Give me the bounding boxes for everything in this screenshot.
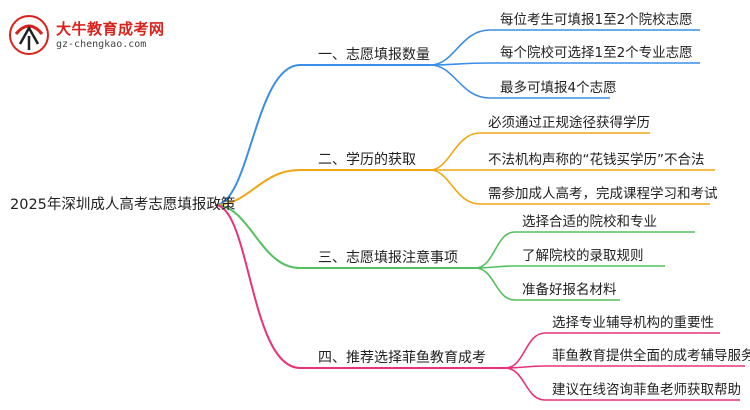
connector-b4-leaf-3: [504, 367, 740, 401]
branch-2-label: 二、学历的获取: [318, 152, 416, 168]
leaf-3-3: 准备好报名材料: [522, 282, 617, 298]
logo-badge-icon: [9, 15, 49, 55]
leaf-2-3: 需参加成人高考，完成课程学习和考试: [488, 186, 718, 202]
leaf-4-2: 菲鱼教育提供全面的成考辅导服务: [552, 348, 750, 364]
branch-3-label: 三、志愿填报注意事项: [318, 250, 458, 266]
leaf-1-1: 每位考生可填报1至2个院校志愿: [500, 12, 693, 28]
connector-b3-leaf-3: [474, 267, 620, 301]
branch-4-label: 四、推荐选择菲鱼教育成考: [318, 350, 486, 366]
leaf-1-2: 每个院校可选择1至2个专业志愿: [500, 45, 693, 61]
logo-title: 大牛教育成考网: [56, 20, 165, 38]
site-logo: 大牛教育成考网 gz-chengkao.com: [8, 14, 168, 56]
connector-b4-leaf-1: [504, 332, 720, 369]
leaf-4-3: 建议在线咨询菲鱼老师获取帮助: [552, 382, 741, 398]
root-node: 2025年深圳成人高考志愿填报政策: [10, 197, 236, 213]
connector-b3-leaf-2: [474, 265, 665, 269]
connector-root-branch-4: [214, 204, 505, 369]
connector-b2-leaf-1: [429, 132, 650, 171]
leaf-4-1: 选择专业辅导机构的重要性: [552, 315, 714, 331]
connector-b2-leaf-3: [429, 169, 710, 205]
connector-b3-leaf-1: [474, 231, 695, 269]
connector-root-branch-2: [214, 169, 430, 206]
leaf-3-1: 选择合适的院校和专业: [522, 214, 657, 230]
leaf-2-2: 不法机构声称的“花钱买学历”不合法: [488, 152, 705, 168]
leaf-3-2: 了解院校的录取规则: [522, 248, 644, 264]
connector-root-branch-1: [214, 64, 430, 206]
connector-b1-leaf-3: [429, 64, 610, 99]
leaf-2-1: 必须通过正规途径获得学历: [488, 115, 650, 131]
logo-url: gz-chengkao.com: [56, 39, 147, 50]
connector-b1-leaf-2: [429, 62, 700, 66]
connector-b1-leaf-1: [429, 29, 700, 66]
leaf-1-3: 最多可填报4个志愿: [500, 80, 617, 96]
connector-root-branch-3: [214, 204, 475, 269]
branch-1-label: 一、志愿填报数量: [318, 47, 430, 63]
connector-b4-leaf-2: [504, 365, 745, 369]
